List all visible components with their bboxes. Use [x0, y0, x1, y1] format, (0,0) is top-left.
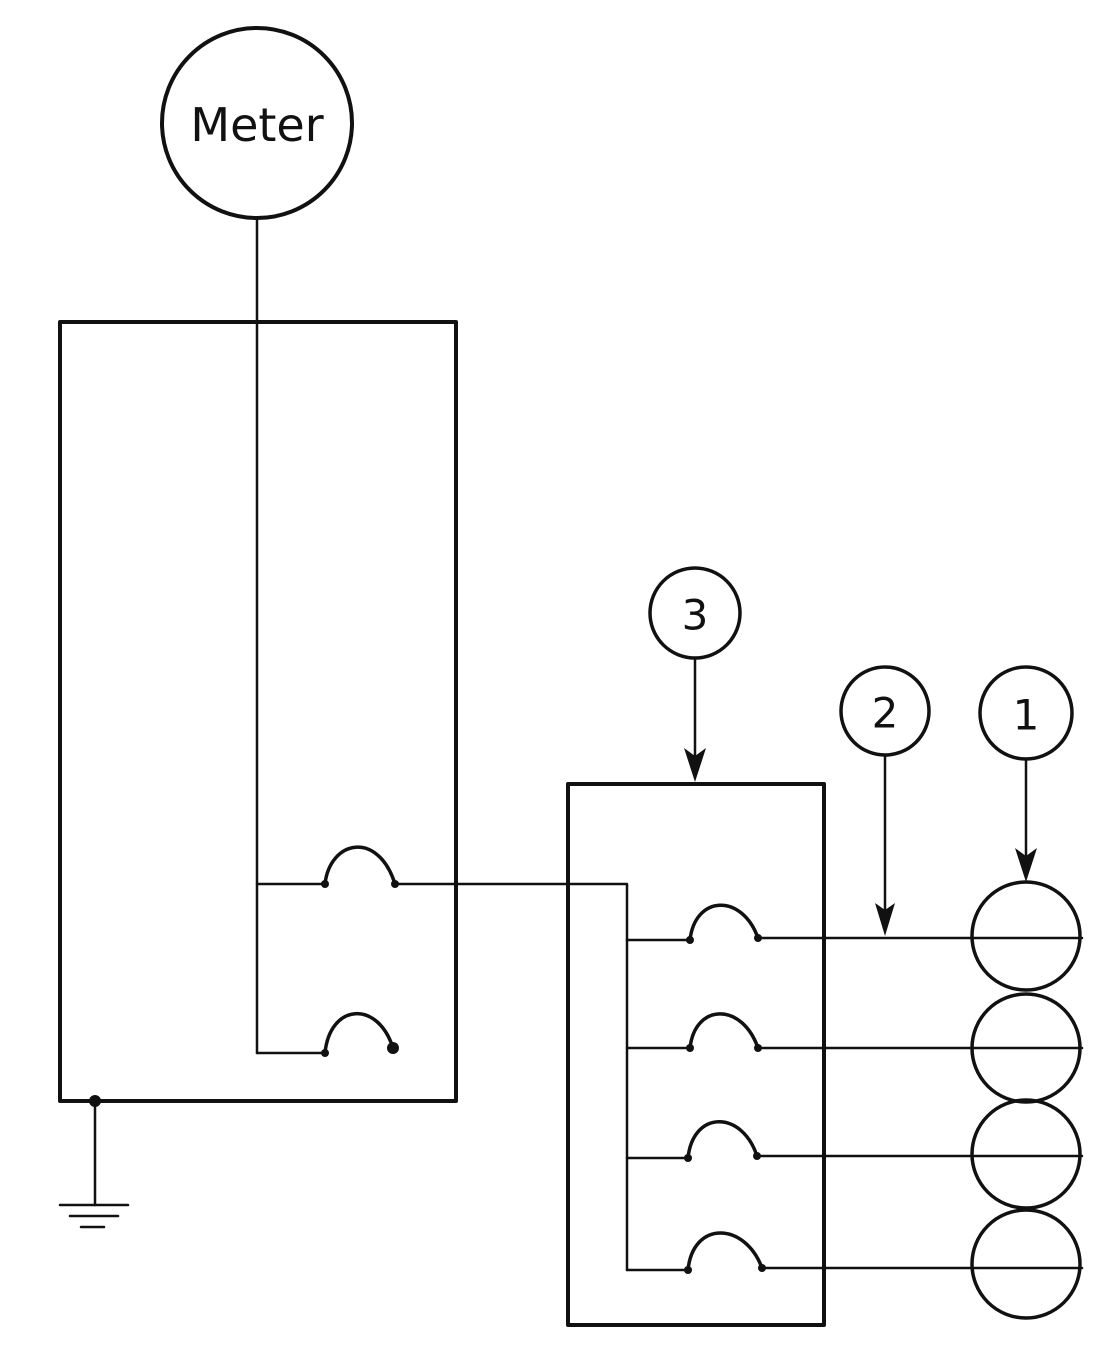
callout-2: 2: [839, 665, 931, 936]
callout-label: 3: [682, 591, 709, 640]
breaker-terminal: [684, 1154, 692, 1162]
breaker-terminal: [686, 936, 694, 944]
load-circle: [970, 1208, 1082, 1320]
breaker-terminal: [321, 880, 329, 888]
callout-1: 1: [978, 665, 1074, 882]
load-circle: [970, 880, 1082, 992]
callout-arrowhead: [1015, 848, 1037, 882]
breaker-arc: [686, 1231, 764, 1272]
breaker-terminal: [321, 1049, 329, 1057]
subpanel-breaker-3: [625, 1120, 1084, 1162]
breaker-arc: [688, 1012, 760, 1050]
load-circle: [970, 1098, 1082, 1210]
meter-circle: [160, 26, 354, 220]
callout-arrowhead: [684, 748, 706, 782]
breaker-terminal: [387, 1042, 399, 1054]
breaker-arc: [686, 1120, 759, 1160]
meter: Meter: [160, 26, 354, 220]
callout-arrowhead: [875, 903, 895, 936]
ground-symbol: [58, 1095, 130, 1229]
callout-label: 2: [872, 689, 899, 738]
main-panel-breaker-1: [255, 845, 399, 888]
main-panel: [58, 320, 458, 1103]
load-circle: [970, 992, 1082, 1104]
breaker-arc: [323, 1011, 395, 1055]
loads: [970, 880, 1082, 1320]
subpanel-breaker-2: [625, 1012, 1084, 1052]
subpanel-breaker-4: [625, 1231, 1084, 1274]
breaker-terminal: [684, 1266, 692, 1274]
meter-label: Meter: [190, 98, 323, 152]
subpanel: [566, 782, 826, 1327]
callout-3: 3: [648, 566, 742, 782]
breaker-arc: [323, 845, 397, 886]
main-panel-breaker-2: [255, 1011, 399, 1057]
subpanel-feed-wire: [393, 882, 629, 1272]
breaker-terminal: [686, 1044, 694, 1052]
subpanel-breaker-1: [625, 903, 1084, 944]
breaker-arc: [688, 903, 760, 942]
callout-label: 1: [1013, 691, 1040, 740]
